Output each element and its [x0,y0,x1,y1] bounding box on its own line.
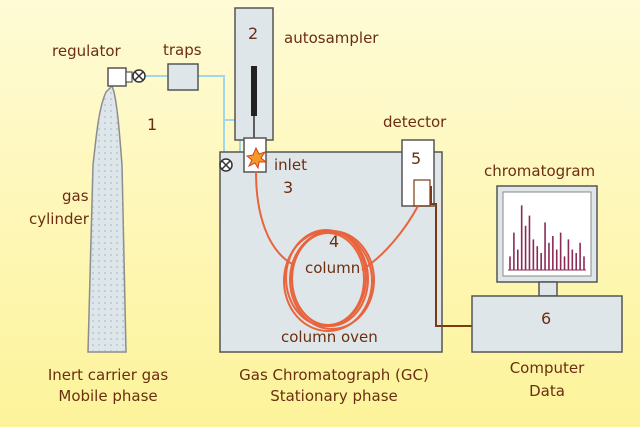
column-label: column [305,259,361,277]
column-oven-label: column oven [281,328,378,346]
number-5: 5 [411,149,422,168]
cylinder-label: cylinder [29,210,89,228]
right-caption-line-1: Computer [509,359,585,377]
right-caption-line-2: Data [529,382,565,400]
chromatogram-label: chromatogram [484,162,596,180]
chromatogram-plot [508,205,586,271]
column-coil [283,229,375,332]
cylinder-texture [88,86,126,352]
inlet-label: inlet [274,156,307,174]
regulator-nozzle [125,71,133,83]
syringe [251,66,257,116]
signal-wire [430,186,472,327]
autosampler-label: autosampler [284,29,379,47]
number-3: 3 [283,178,294,197]
regulator-valve-icon [132,69,146,83]
detector-label: detector [383,113,447,131]
traps-box [167,63,199,91]
number-1: 1 [147,115,158,134]
regulator-label: regulator [52,42,121,60]
column-tube-in [255,171,293,265]
left-caption-line-1: Inert carrier gas [47,366,169,384]
regulator-body [107,67,127,87]
number-4: 4 [329,232,340,251]
computer-box [471,295,623,353]
number-2: 2 [248,24,259,43]
monitor-screen [502,191,592,277]
inlet-valve-icon [219,158,233,172]
left-caption-line-2: Mobile phase [58,387,158,405]
column-tube-out [361,205,419,271]
inlet-injection-burst-icon [245,146,268,170]
number-6: 6 [541,309,552,328]
mid-caption-line-2: Stationary phase [270,387,398,405]
gas-label: gas [62,187,89,205]
traps-label: traps [163,41,202,59]
mid-caption-line-1: Gas Chromatograph (GC) [239,366,429,384]
monitor-stand [538,281,558,297]
